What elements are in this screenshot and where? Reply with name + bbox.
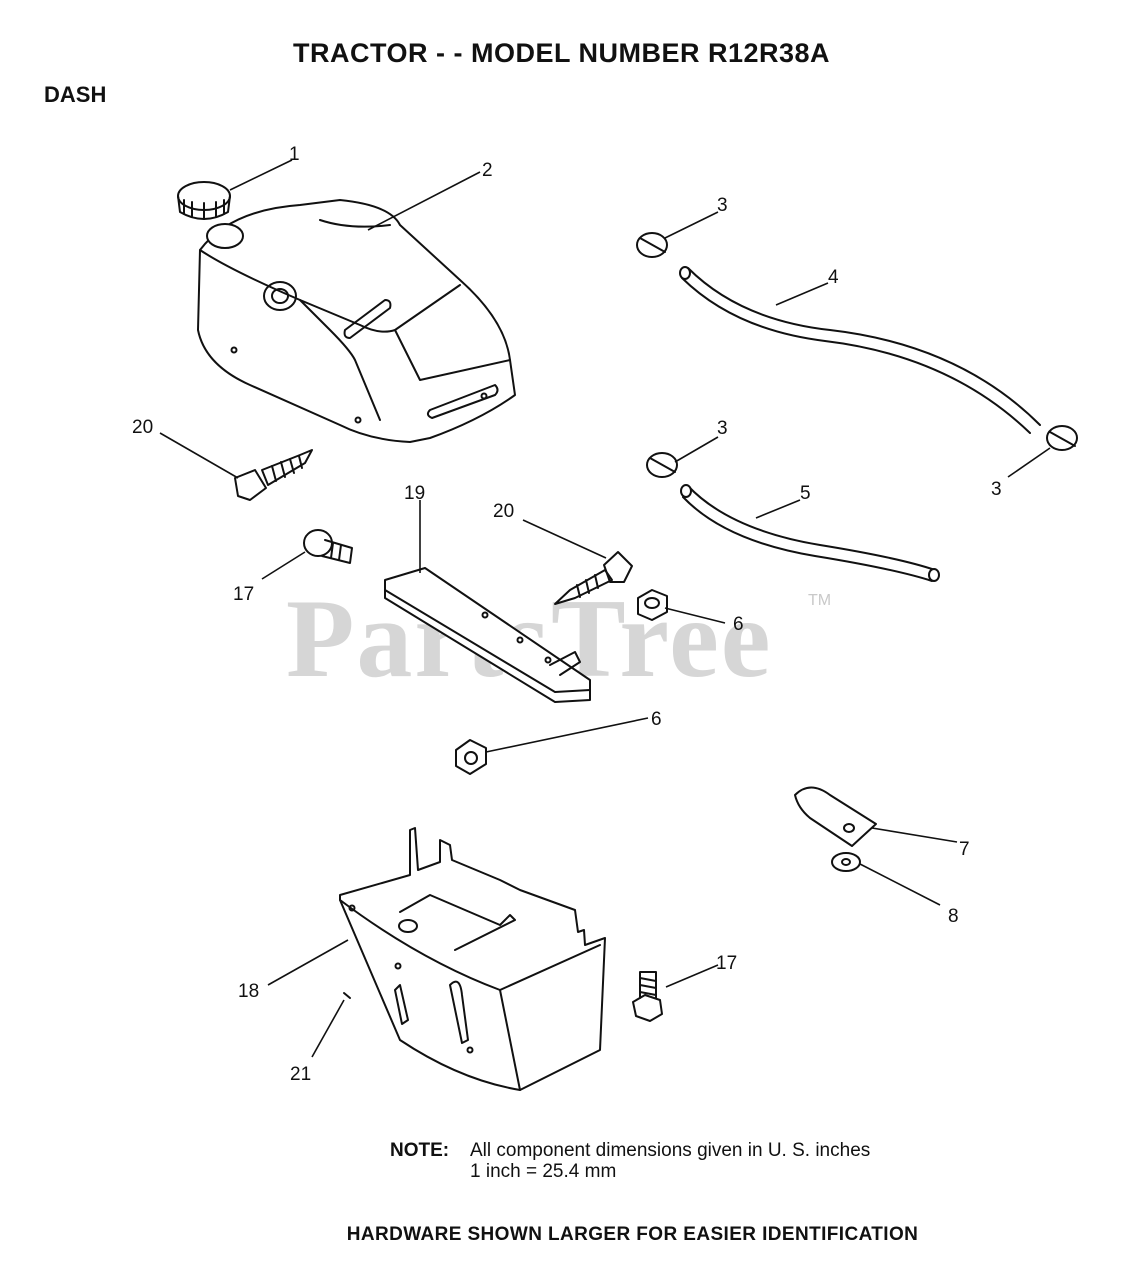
- section-label: DASH: [44, 82, 107, 107]
- callout-7: 7: [959, 839, 970, 860]
- dimension-note: NOTE: All component dimensions given in U…: [390, 1140, 870, 1182]
- pin-part: [343, 992, 351, 999]
- cable-clip-part: [794, 786, 877, 847]
- callout-labels: 1 2 3 4 3 3 5 20 19 20 17 6 6 7 8 17 18 …: [132, 144, 1002, 1085]
- callout-2: 2: [482, 160, 493, 181]
- callout-3-right: 3: [991, 479, 1002, 500]
- screw-part: [554, 551, 633, 605]
- hex-nut-part: [455, 739, 487, 775]
- mounting-bracket-part: [384, 567, 591, 703]
- bolt-part: [303, 529, 353, 564]
- hose-clamp-part: [646, 452, 678, 478]
- callout-3-middle: 3: [717, 418, 728, 439]
- callout-8: 8: [948, 906, 959, 927]
- leader-lines: [159, 159, 1051, 1058]
- fuel-cap-part: [177, 181, 231, 220]
- screw-part: [234, 449, 313, 501]
- callout-4: 4: [828, 267, 839, 288]
- callout-5: 5: [800, 483, 811, 504]
- fuel-line-upper-part: [679, 266, 1041, 434]
- callout-20-center: 20: [493, 501, 514, 522]
- page-title: TRACTOR - - MODEL NUMBER R12R38A: [292, 38, 831, 68]
- callout-21: 21: [290, 1064, 311, 1085]
- callout-6-upper: 6: [733, 614, 744, 635]
- callout-6-lower: 6: [651, 709, 662, 730]
- hose-clamp-part: [1046, 425, 1078, 451]
- fuel-line-lower-part: [680, 484, 940, 582]
- watermark-tm: TM: [808, 592, 832, 609]
- callout-1: 1: [289, 144, 300, 165]
- hex-nut-part: [637, 589, 668, 621]
- callout-18: 18: [238, 981, 259, 1002]
- bolt-part: [632, 971, 663, 1022]
- washer-part: [831, 852, 861, 872]
- callout-17-left: 17: [233, 584, 254, 605]
- callout-3-top: 3: [717, 195, 728, 216]
- callout-17-right: 17: [716, 953, 737, 974]
- note-line-2: 1 inch = 25.4 mm: [470, 1161, 617, 1182]
- callout-19: 19: [404, 483, 425, 504]
- lower-dash-panel-part: [339, 827, 606, 1091]
- hose-clamp-part: [636, 232, 668, 258]
- footer-note: HARDWARE SHOWN LARGER FOR EASIER IDENTIF…: [346, 1224, 919, 1245]
- callout-20-left: 20: [132, 417, 153, 438]
- note-line-1: All component dimensions given in U. S. …: [470, 1140, 871, 1161]
- note-label: NOTE:: [390, 1140, 450, 1161]
- dash-housing-part: [197, 199, 516, 443]
